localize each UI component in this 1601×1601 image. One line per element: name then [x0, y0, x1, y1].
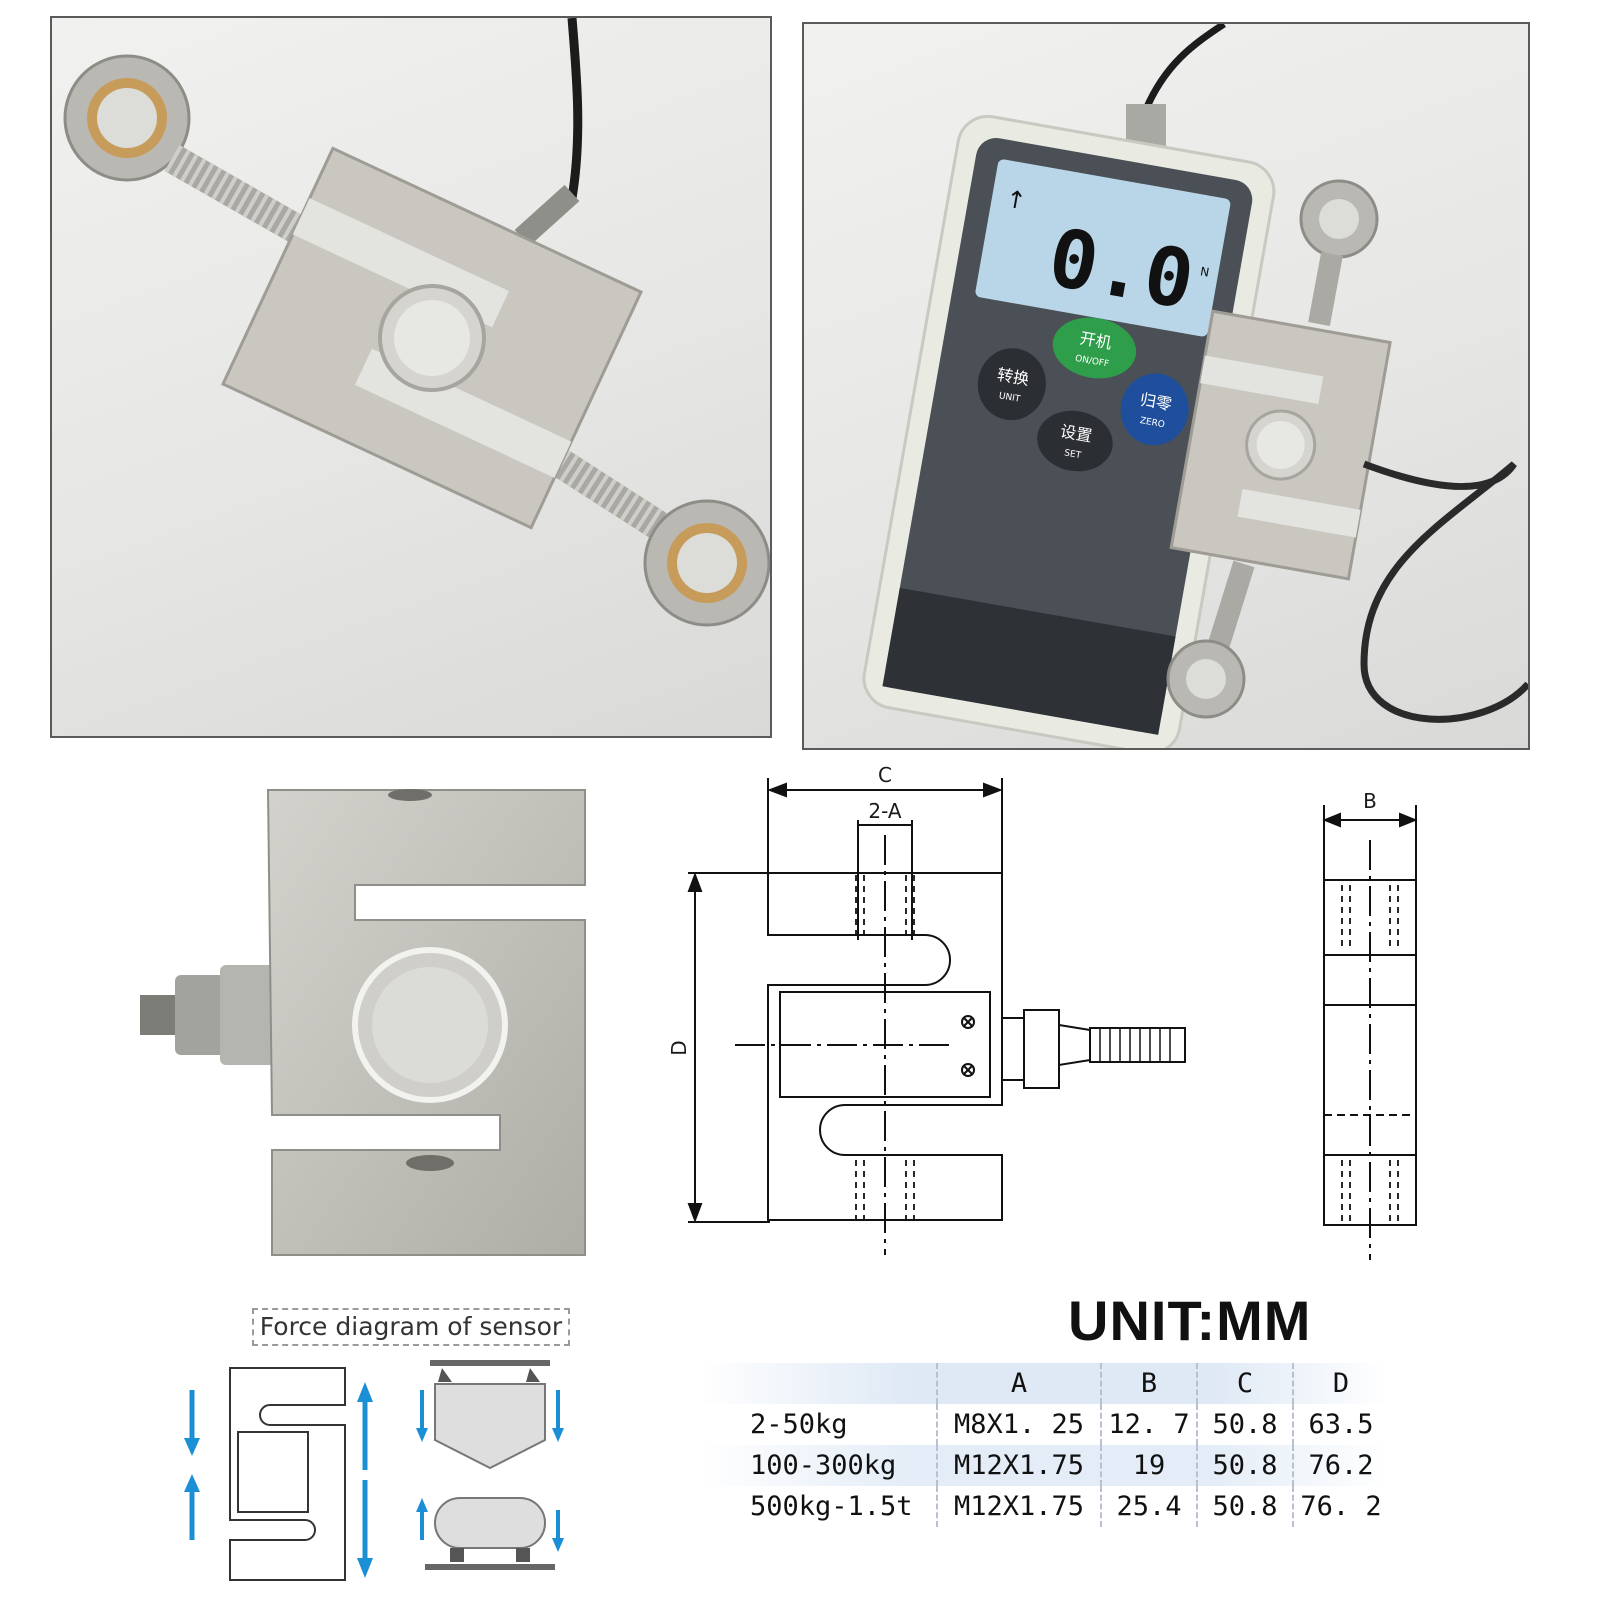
spec-b: 12. 7	[1100, 1404, 1197, 1445]
spec-range: 100-300kg	[750, 1450, 897, 1481]
force-diagram-title: Force diagram of sensor	[252, 1308, 570, 1346]
force-diagram	[180, 1360, 600, 1596]
zero-key-en: ZERO	[1139, 416, 1166, 430]
unit-key[interactable]: 转换 UNIT	[972, 343, 1051, 426]
dimension-d-label: D	[667, 1040, 691, 1055]
spec-a: M12X1.75	[936, 1445, 1101, 1486]
spec-a: M12X1.75	[936, 1486, 1101, 1527]
table-row: 2-50kg M8X1. 25 12. 7 50.8 63.5	[700, 1404, 1388, 1445]
spec-d: 76.2	[1292, 1445, 1388, 1486]
spec-c: 50.8	[1196, 1404, 1293, 1445]
spec-b: 19	[1100, 1445, 1197, 1486]
spec-c: 50.8	[1196, 1486, 1293, 1527]
spec-d: 63.5	[1292, 1404, 1388, 1445]
power-key[interactable]: 开机 ON/OFF	[1048, 311, 1141, 385]
s-beam-product-photo	[130, 785, 600, 1275]
tension-arrow-left	[184, 1390, 200, 1540]
table-row: 500kg-1.5t M12X1.75 25.4 50.8 76. 2	[700, 1486, 1388, 1527]
indicator-illustration: 0.0 N ↑ 开机 ON/OFF 转换 UNIT 归零 ZERO	[862, 24, 1528, 748]
display-unit-symbol: N	[1199, 264, 1210, 279]
zero-key[interactable]: 归零 ZERO	[1115, 368, 1194, 451]
tension-arrow-right	[357, 1382, 373, 1578]
spec-header-a: A	[936, 1363, 1101, 1404]
spec-header-c: C	[1196, 1363, 1293, 1404]
spec-table: A B C D 2-50kg M8X1. 25 12. 7 50.8 63.5 …	[700, 1363, 1388, 1527]
dimension-a-label: 2-A	[868, 799, 902, 823]
lcd-screen	[975, 159, 1231, 337]
unit-title: UNIT:MM	[1068, 1289, 1312, 1352]
indicator-photo: 0.0 N ↑ 开机 ON/OFF 转换 UNIT 归零 ZERO	[802, 22, 1530, 750]
spec-table-header: A B C D	[700, 1363, 1388, 1404]
dimension-b-label: B	[1363, 790, 1377, 813]
load-cell-illustration	[63, 18, 770, 627]
spec-a: M8X1. 25	[936, 1404, 1101, 1445]
set-key[interactable]: 设置 SET	[1032, 405, 1117, 477]
spec-c: 50.8	[1196, 1445, 1293, 1486]
spec-header-d: D	[1292, 1363, 1388, 1404]
spec-range: 500kg-1.5t	[750, 1491, 913, 1522]
side-view-drawing: B	[1320, 790, 1440, 1280]
unit-key-en: UNIT	[998, 391, 1021, 405]
spec-header-b: B	[1100, 1363, 1197, 1404]
spec-range: 2-50kg	[750, 1409, 848, 1440]
table-row: 100-300kg M12X1.75 19 50.8 76.2	[700, 1445, 1388, 1486]
display-direction-arrow: ↑	[1004, 185, 1029, 216]
spec-header-range	[700, 1363, 937, 1404]
spec-d: 76. 2	[1292, 1486, 1388, 1527]
set-key-en: SET	[1063, 448, 1082, 461]
front-view-drawing: C 2-A D	[660, 760, 1220, 1280]
dimension-c-label: C	[878, 763, 892, 787]
load-cell-photo	[50, 16, 772, 738]
spec-b: 25.4	[1100, 1486, 1197, 1527]
